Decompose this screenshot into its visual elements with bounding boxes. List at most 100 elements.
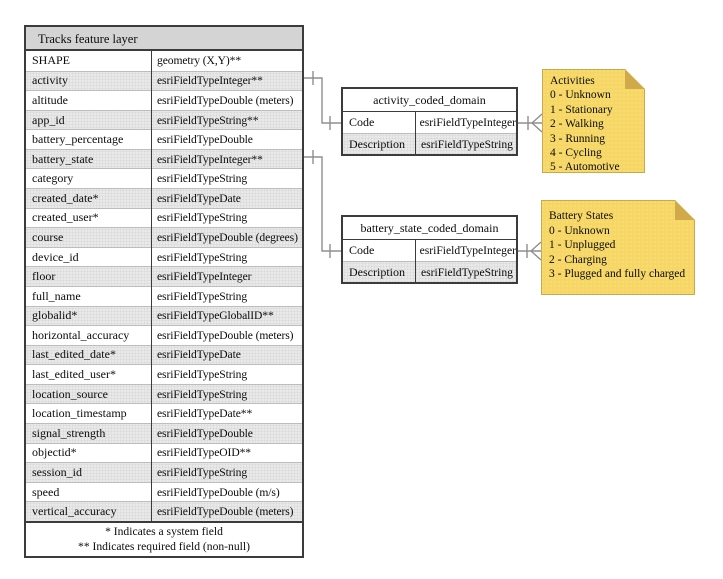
note-item: 2 - Charging	[549, 253, 607, 266]
field-type: esriFieldTypeString	[157, 465, 248, 479]
field-row: app_id esriFieldTypeString**	[26, 109, 302, 130]
field-name: battery_state	[32, 151, 94, 166]
domain-field-name: Code	[349, 115, 375, 129]
field-type: esriFieldTypeString	[157, 368, 248, 382]
field-name: activity	[32, 73, 68, 88]
field-type: esriFieldTypeDouble (m/s)	[157, 485, 280, 499]
field-type: esriFieldTypeString	[157, 211, 248, 225]
note-item: 5 - Automotive	[550, 161, 620, 174]
note-item: 1 - Stationary	[550, 103, 613, 116]
domain-field-name: Code	[349, 243, 375, 257]
connector-activity-line	[304, 77, 341, 124]
domain-row-code: Code esriFieldTypeInteger	[343, 240, 516, 261]
field-type: esriFieldTypeString	[157, 172, 248, 186]
domain-row-description: Description esriFieldTypeString	[343, 133, 516, 154]
domain-field-type: esriFieldTypeString	[421, 265, 513, 279]
field-type: geometry (X,Y)**	[157, 54, 242, 68]
field-type: esriFieldTypeString	[157, 250, 248, 264]
domain-field-name: Description	[349, 264, 405, 279]
footnote-required-field: ** Indicates required field (non-null)	[78, 539, 250, 553]
field-type: esriFieldTypeDouble (meters)	[157, 328, 294, 342]
field-name: created_date*	[32, 190, 99, 205]
table-footnotes: * Indicates a system field ** Indicates …	[26, 520, 302, 556]
domain-field-type: esriFieldTypeString	[421, 137, 513, 151]
field-name: app_id	[32, 112, 65, 127]
field-name: horizontal_accuracy	[32, 327, 130, 342]
field-row: category esriFieldTypeString	[26, 168, 302, 188]
domain-field-type: esriFieldTypeInteger	[419, 244, 516, 257]
domain-table-title: battery_state_coded_domain	[343, 217, 516, 240]
field-row: created_date* esriFieldTypeDate	[26, 188, 302, 208]
field-type: esriFieldTypeDate	[157, 348, 241, 362]
tracks-feature-layer-table: Tracks feature layer SHAPE geometry (X,Y)…	[24, 25, 304, 558]
field-name: floor	[32, 269, 56, 284]
domain-row-description: Description esriFieldTypeString	[343, 261, 516, 282]
activity-coded-domain-table: activity_coded_domain Code esriFieldType…	[341, 87, 518, 156]
field-type: esriFieldTypeDouble (meters)	[157, 505, 294, 519]
field-row: created_user*esriFieldTypeString	[26, 207, 302, 228]
field-name: SHAPE	[32, 53, 71, 68]
field-row: floor esriFieldTypeInteger	[26, 266, 302, 286]
field-row: session_id esriFieldTypeString	[26, 462, 302, 482]
domain-field-name: Description	[349, 136, 405, 151]
field-row: vertical_accuracy esriFieldTypeDouble (me…	[26, 501, 302, 521]
field-name: vertical_accuracy	[32, 504, 117, 519]
table-title: Tracks feature layer	[26, 27, 302, 51]
field-type: esriFieldTypeDouble (meters)	[157, 93, 294, 107]
note-item: 0 - Unknown	[549, 224, 610, 237]
field-name: last_edited_date*	[32, 347, 116, 362]
field-row: full_name esriFieldTypeString	[26, 285, 302, 306]
field-name: location_timestamp	[32, 406, 127, 421]
field-type: esriFieldTypeDouble	[157, 133, 253, 147]
field-row: last_edited_user*esriFieldTypeString	[26, 364, 302, 384]
field-type: esriFieldTypeInteger	[157, 270, 252, 284]
field-type: esriFieldTypeDate**	[157, 407, 253, 421]
field-row: objectid*esriFieldTypeOID**	[26, 442, 302, 463]
field-row: globalid* esriFieldTypeGlobalID**	[26, 305, 302, 326]
field-name: category	[32, 171, 74, 186]
connector-battery-crowfoot	[530, 241, 542, 261]
footnote-system-field: * Indicates a system field	[105, 524, 223, 538]
field-name: full_name	[32, 288, 81, 303]
field-type: esriFieldTypeInteger**	[157, 74, 263, 88]
field-name: device_id	[32, 249, 79, 264]
field-name: location_source	[32, 386, 108, 401]
field-row: SHAPE geometry (X,Y)**	[26, 51, 302, 71]
domain-table-title: activity_coded_domain	[343, 89, 516, 112]
battery-state-coded-domain-table: battery_state_coded_domain Code esriFiel…	[341, 215, 518, 284]
field-type: esriFieldTypeString	[157, 289, 248, 303]
field-name: signal_strength	[32, 425, 106, 440]
field-row: device_id esriFieldTypeString	[26, 246, 302, 267]
field-type: esriFieldTypeInteger**	[157, 152, 263, 166]
field-name: battery_percentage	[32, 132, 124, 147]
field-type: esriFieldTypeDate	[157, 191, 241, 205]
field-row: battery_percentage esriFieldTypeDouble	[26, 129, 302, 149]
note-title: Activities	[550, 75, 595, 87]
field-name: session_id	[32, 464, 83, 479]
field-type: esriFieldTypeDouble	[157, 426, 253, 440]
field-name: objectid*	[32, 445, 77, 460]
connector-battery-line	[304, 156, 341, 252]
field-type: esriFieldTypeString**	[157, 113, 259, 127]
field-row: signal_strength esriFieldTypeDouble	[26, 422, 302, 443]
field-name: globalid*	[32, 308, 78, 323]
note-item: 3 - Running	[550, 132, 605, 145]
field-row: battery_state esriFieldTypeInteger**	[26, 148, 302, 169]
main-table-rows: SHAPE geometry (X,Y)** activity esriFieldTy…	[26, 51, 302, 521]
field-row: last_edited_date* esriFieldTypeDate	[26, 344, 302, 365]
field-row: activity esriFieldTypeInteger**	[26, 70, 302, 91]
domain-row-code: Code esriFieldTypeInteger	[343, 112, 516, 133]
field-row: location_timestamp esriFieldTypeDate**	[26, 403, 302, 423]
note-title: Battery States	[549, 210, 614, 222]
domain-field-type: esriFieldTypeInteger	[419, 116, 516, 129]
field-type: esriFieldTypeGlobalID**	[157, 309, 274, 323]
field-name: altitude	[32, 92, 68, 107]
